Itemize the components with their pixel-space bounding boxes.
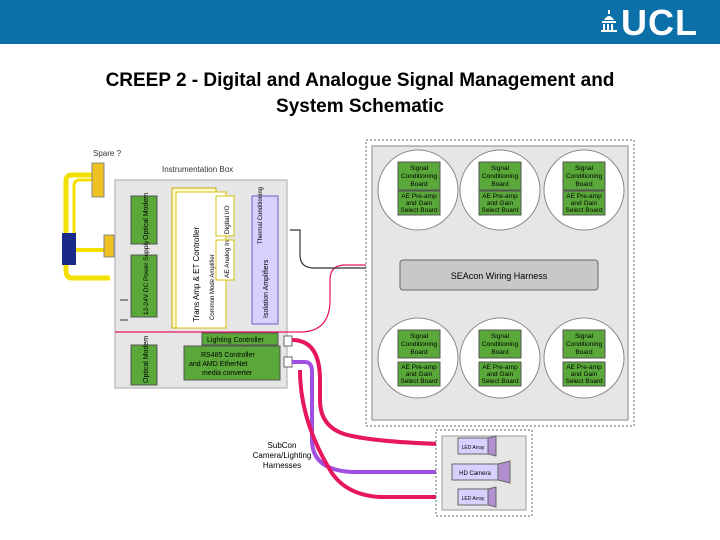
trans-amp-label: Trans Amp & ET Controller [192,227,201,322]
thermal-conditioning-label: Thermal Conditioning [258,187,264,244]
ae-analog-label: AE Analog In [224,240,231,278]
board-top-1-line5: and Gain [406,200,433,207]
board-top-1-line3: Board [410,181,428,188]
red-harness-1 [291,338,462,446]
board-top-1-line4: AE Pre-amp [401,193,437,200]
led-array-1-lens [487,435,497,457]
board-top-3-line6: Select Board [565,207,603,214]
isolation-amplifiers-card [251,195,279,325]
board-top-3: Signal Conditioning Board AE Pre-amp and… [543,149,625,231]
digital-ic-card [215,195,235,237]
optical-modem-bottom [130,344,158,386]
yellow-cable-2 [72,178,95,240]
board-bottom-3-line5: and Gain [571,371,598,378]
ucl-logo: UCL [601,2,698,43]
subcon-line-1: SubCon [268,441,297,450]
rs485-line-3: media converter [202,370,253,377]
page-title: CREEP 2 - Digital and Analogue Signal Ma… [0,68,720,120]
board-bottom-1-line4: AE Pre-amp [401,364,437,371]
seacon-wiring-harness [399,259,599,291]
board-bottom-2-line6: Select Board [481,378,519,385]
board-top-2-line2: Conditioning [482,173,519,180]
board-bottom-1-line6: Select Board [400,378,438,385]
board-top-1-line2: Conditioning [401,173,438,180]
subcon-line-2: Camera/Lighting [253,451,312,460]
isolation-amplifiers-label: Isolation Amplifiers [263,259,270,318]
board-top-2: Signal Conditioning Board AE Pre-amp and… [459,149,541,231]
power-supply [130,254,158,318]
optical-modem-top-label: Optical Modem [143,193,150,240]
board-bottom-1-line1: Signal [410,333,429,340]
ae-analog-card [215,239,235,281]
board-top-2-line5: and Gain [487,200,514,207]
title-line-2: System Schematic [276,96,444,117]
board-top-1: Signal Conditioning Board AE Pre-amp and… [377,149,459,231]
title-line-1: CREEP 2 - Digital and Analogue Signal Ma… [105,70,615,91]
header-bar: UCL [0,0,720,44]
power-supply-label: 12-24V DC Power Supply [143,240,150,315]
lighting-controller-label: Lighting Controller [207,337,264,344]
board-bottom-1-line3: Board [410,349,428,356]
seacon-wiring-harness-label: SEAcon Wiring Harness [451,271,548,281]
rs485-controller [183,345,281,381]
yellow-cable [63,172,110,281]
board-bottom-3: Signal Conditioning Board AE Pre-amp and… [543,317,625,399]
board-bottom-2-line4: AE Pre-amp [482,364,518,371]
rs485-line-1: RS485 Controller [201,352,255,359]
blue-connector [62,233,76,265]
led-array-2-label: LED Array [462,496,485,502]
board-top-3-line1: Signal [575,165,594,172]
board-top-3-line4: AE Pre-amp [566,193,602,200]
board-top-3-line5: and Gain [571,200,598,207]
board-bottom-1-line5: and Gain [406,371,433,378]
board-top-1-line1: Signal [410,165,429,172]
board-top-2-line1: Signal [491,165,510,172]
connector-b [283,356,293,368]
board-bottom-3-line4: AE Pre-amp [566,364,602,371]
board-bottom-3-line3: Board [575,349,593,356]
board-bottom-3-line2: Conditioning [566,341,603,348]
board-bottom-1: Signal Conditioning Board AE Pre-amp and… [377,317,459,399]
board-bottom-2-line3: Board [491,349,509,356]
optical-modem-top [130,195,158,245]
board-bottom-2-line2: Conditioning [482,341,519,348]
board-top-2-line3: Board [491,181,509,188]
purple-harness [292,360,456,474]
board-top-1-line6: Select Board [400,207,438,214]
hd-camera-lens [497,460,511,484]
harness-feed-wire [115,264,400,333]
internal-wires [120,299,128,321]
board-bottom-2: Signal Conditioning Board AE Pre-amp and… [459,317,541,399]
board-bottom-2-line1: Signal [491,333,510,340]
harness-black-wire [290,229,400,269]
optical-modem-bottom-label: Optical Modem [143,336,150,383]
board-top-2-line6: Select Board [481,207,519,214]
yellow-connector [103,234,115,258]
digital-ic-label: Digital I/O [224,205,231,234]
red-harness-2 [298,369,460,499]
board-top-3-line2: Conditioning [566,173,603,180]
common-mode-label: Common Mode Amplifier [210,254,216,320]
connector-a [283,335,293,347]
hd-camera-label: HD Camera [459,471,491,477]
rs485-line-2: and AMD EtherNet [189,361,247,368]
board-top-2-line4: AE Pre-amp [482,193,518,200]
board-bottom-2-line5: and Gain [487,371,514,378]
board-bottom-3-line1: Signal [575,333,594,340]
board-bottom-1-line2: Conditioning [401,341,438,348]
spare-connector [91,162,105,198]
board-top-3-line3: Board [575,181,593,188]
instrumentation-box-label: Instrumentation Box [162,165,233,174]
led-array-1-label: LED Array [462,445,485,451]
board-bottom-3-line6: Select Board [565,378,603,385]
ucl-dome-icon [601,10,617,32]
spare-label: Spare ? [93,149,122,158]
lighting-controller [201,332,279,346]
subcon-line-3: Harnesses [263,461,301,470]
led-array-2-lens [487,486,497,508]
ucl-logo-text: UCL [621,2,698,43]
